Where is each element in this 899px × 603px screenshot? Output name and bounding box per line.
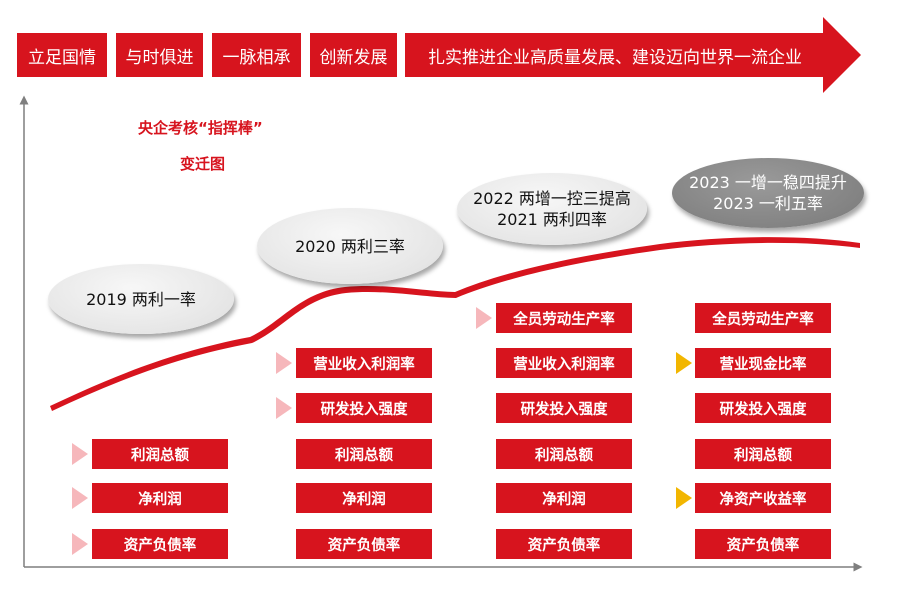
stage-label: 2020 两利三率 xyxy=(295,236,405,256)
indicator-box: 研发投入强度 xyxy=(296,393,432,423)
indicator-box: 资产负债率 xyxy=(296,529,432,559)
header-pill-label: 一脉相承 xyxy=(222,47,291,68)
marker-new-indicator xyxy=(72,487,88,509)
indicator-box: 资产负债率 xyxy=(92,529,228,559)
indicator-box: 全员劳动生产率 xyxy=(695,303,831,333)
stage-2020-ellipse: 2020 两利三率 xyxy=(257,208,443,284)
stage-label: 2022 两增一控三提高 xyxy=(473,189,631,208)
header-pill-1: 立足国情 xyxy=(17,33,107,77)
marker-new-indicator xyxy=(476,307,492,329)
indicator-box: 营业收入利润率 xyxy=(496,348,632,378)
header-pill-2: 与时俱进 xyxy=(116,33,203,77)
banner-arrow xyxy=(405,17,861,93)
marker-changed-indicator xyxy=(676,352,692,374)
stage-label: 2019 两利一率 xyxy=(86,289,196,309)
stage-label: 2021 两利四率 xyxy=(497,210,607,229)
header-pill-label: 立足国情 xyxy=(28,47,96,68)
marker-new-indicator xyxy=(276,352,292,374)
header-pill-4: 创新发展 xyxy=(310,33,397,77)
marker-new-indicator xyxy=(72,533,88,555)
stage-label: 2023 一增一稳四提升 xyxy=(689,173,847,192)
indicator-box: 净利润 xyxy=(92,483,228,513)
stage-2023-ellipse: 2023 一增一稳四提升 2023 一利五率 xyxy=(672,158,864,228)
indicator-box: 净资产收益率 xyxy=(695,483,831,513)
header-pill-3: 一脉相承 xyxy=(212,33,301,77)
marker-new-indicator xyxy=(72,443,88,465)
indicator-box: 全员劳动生产率 xyxy=(496,303,632,333)
indicator-box: 利润总额 xyxy=(296,439,432,469)
header-pill-label: 与时俱进 xyxy=(125,47,194,68)
header-pill-label: 创新发展 xyxy=(319,47,388,68)
stage-2019-ellipse: 2019 两利一率 xyxy=(48,264,234,334)
diagram-title-line1: 央企考核“指挥棒” xyxy=(138,119,263,137)
indicator-box: 净利润 xyxy=(496,483,632,513)
stage-label: 2023 一利五率 xyxy=(713,194,823,213)
indicator-box: 研发投入强度 xyxy=(695,393,831,423)
indicator-box: 营业收入利润率 xyxy=(296,348,432,378)
indicator-box: 研发投入强度 xyxy=(496,393,632,423)
indicator-box: 利润总额 xyxy=(695,439,831,469)
stage-2021-2022-ellipse: 2022 两增一控三提高 2021 两利四率 xyxy=(457,173,647,245)
indicator-box: 净利润 xyxy=(296,483,432,513)
marker-new-indicator xyxy=(276,397,292,419)
indicator-box: 利润总额 xyxy=(496,439,632,469)
banner-label: 扎实推进企业高质量发展、建设迈向世界一流企业 xyxy=(428,47,802,68)
marker-changed-indicator xyxy=(676,487,692,509)
indicator-box: 资产负债率 xyxy=(695,529,831,559)
indicator-box: 营业现金比率 xyxy=(695,348,831,378)
diagram-title-line2: 变迁图 xyxy=(180,155,226,173)
indicator-box: 资产负债率 xyxy=(496,529,632,559)
indicator-box: 利润总额 xyxy=(92,439,228,469)
